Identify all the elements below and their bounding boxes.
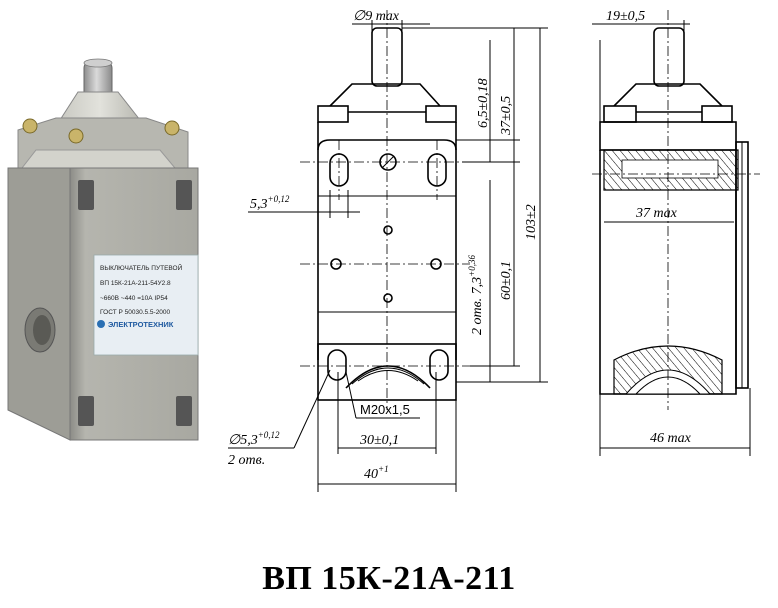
dim-base-width-value: 40: [364, 467, 378, 482]
dim-hole-spacing: 2 отв. 7,3+0,36: [467, 254, 485, 335]
dim-mount-horizontal: 30±0,1: [359, 433, 399, 448]
dim-hole-diameter: ∅5,3+0,12: [228, 430, 280, 448]
side-view: [592, 10, 760, 410]
dim-body-depth: 37 max: [635, 206, 678, 221]
dim-overall-height: 103±2: [524, 204, 539, 240]
brand-logo-icon: [97, 320, 105, 328]
dim-mount-vertical: 60±0,1: [499, 261, 514, 300]
dim-head-height: 37±0,5: [499, 96, 514, 136]
dim-thread: M20x1,5: [360, 402, 410, 417]
screw-icon: [22, 118, 38, 134]
dim-top-width: ∅9 max: [353, 9, 400, 24]
dim-hole-diameter-tol: +0,12: [258, 430, 280, 440]
product-photo: ВЫКЛЮЧАТЕЛЬ ПУТЕВОЙ ВП 15К-21А-211-54У2.…: [7, 58, 199, 441]
front-view: [300, 10, 470, 410]
dim-base-width-tol: +1: [378, 464, 389, 474]
dim-side-top: 19±0,5: [606, 9, 645, 24]
page-title: ВП 15К-21А-211: [262, 560, 516, 597]
dim-plunger-height: 6,5±0,18: [476, 78, 491, 128]
dim-hole-spacing-value: 2 отв. 7,3: [470, 277, 485, 335]
screw-icon: [164, 120, 180, 136]
dim-base-width: 40+1: [364, 464, 389, 482]
label-line-1: ВЫКЛЮЧАТЕЛЬ ПУТЕВОЙ: [100, 263, 183, 272]
label-brand: ЭЛЕКТРОТЕХНИК: [108, 320, 174, 329]
dim-side-offset-tol: +0,12: [268, 194, 290, 204]
dim-side-offset: 5,3+0,12: [250, 194, 290, 212]
screw-icon: [68, 128, 84, 144]
dim-hole-count: 2 отв.: [228, 453, 265, 468]
label-line-3: ~660В ~440 =10А IP54: [100, 295, 168, 302]
side-dimensions: 19±0,5 37 max 46 max: [592, 9, 751, 456]
front-dimensions: ∅9 max 6,5±0,18 37±0,5 103±2 60±0,1 2 от…: [228, 9, 548, 492]
dim-side-offset-value: 5,3: [250, 197, 268, 212]
label-line-4: ГОСТ Р 50030.5.5-2000: [100, 309, 171, 316]
dim-hole-diameter-value: ∅5,3: [228, 433, 258, 448]
label-line-2: ВП 15К-21А-211-54У2.8: [100, 280, 171, 287]
dim-hole-spacing-tol: +0,36: [467, 254, 477, 276]
dim-side-width: 46 max: [650, 431, 692, 446]
